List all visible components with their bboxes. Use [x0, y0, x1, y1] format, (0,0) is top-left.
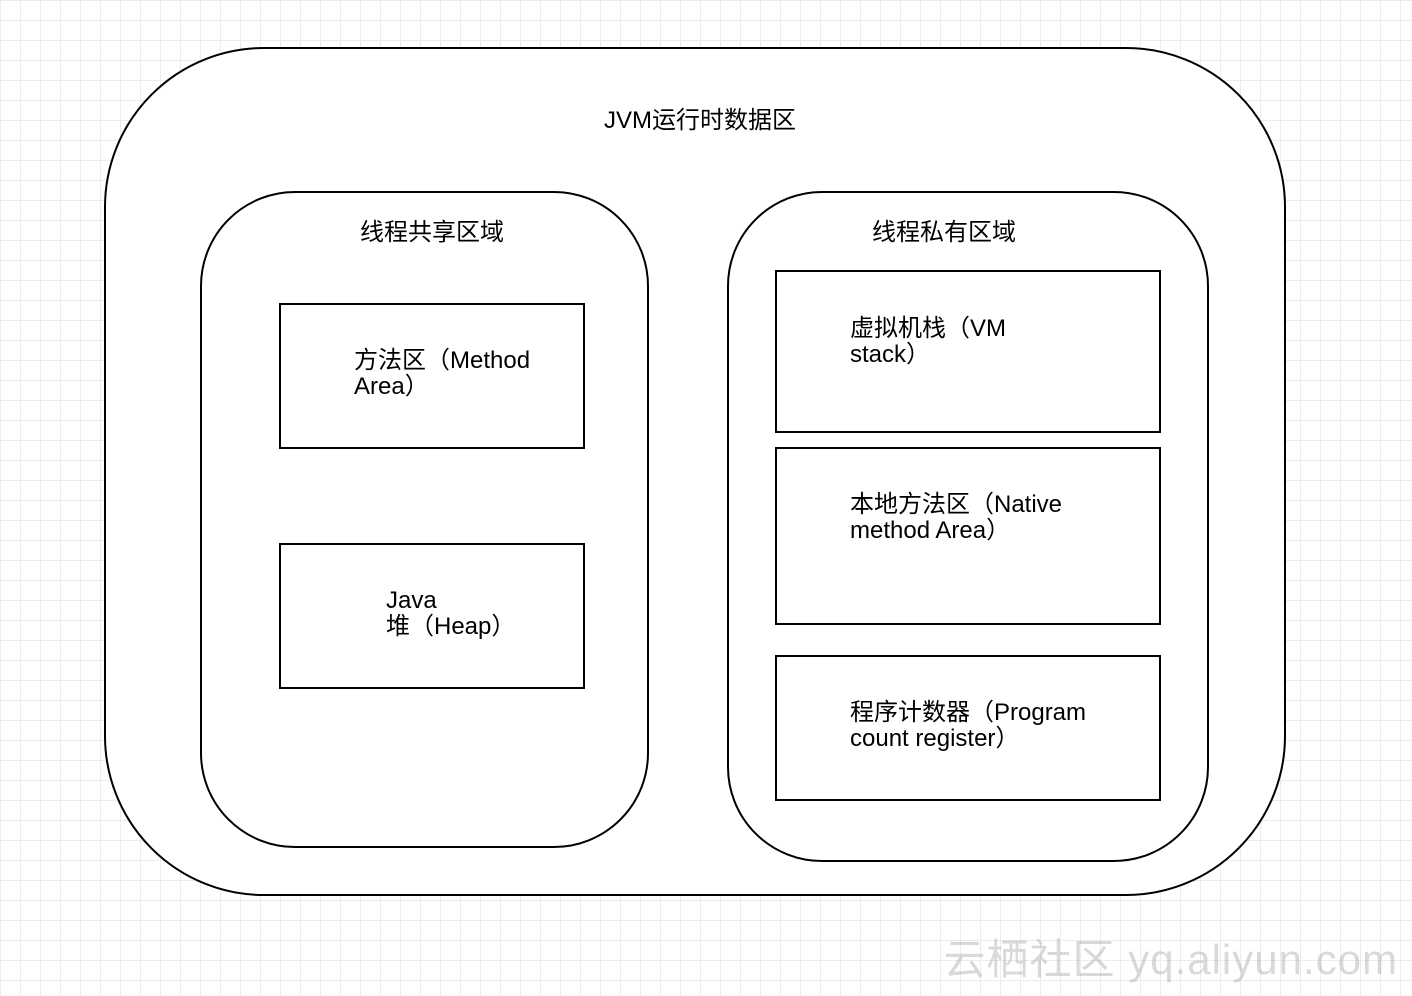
program-counter-box: [775, 655, 1161, 801]
method-area-label: 方法区（Method Area）: [354, 347, 531, 400]
thread-shared-region-title: 线程共享区域: [360, 219, 504, 246]
thread-private-region-title: 线程私有区域: [872, 219, 1016, 246]
heap-label: Java 堆（Heap）: [386, 587, 516, 640]
program-counter-label: 程序计数器（Program count register）: [850, 699, 1087, 752]
method-area-box: [279, 303, 585, 449]
vm-stack-box: [775, 270, 1161, 433]
native-method-area-label: 本地方法区（Native method Area）: [850, 491, 1063, 544]
watermark: 云栖社区 yq.aliyun.com: [943, 936, 1398, 983]
jvm-runtime-data-area-title: JVM运行时数据区: [604, 107, 796, 134]
native-method-area-box: [775, 447, 1161, 625]
thread-shared-region: [200, 191, 649, 848]
heap-box: [279, 543, 585, 689]
vm-stack-label: 虚拟机栈（VM stack）: [850, 315, 1006, 368]
